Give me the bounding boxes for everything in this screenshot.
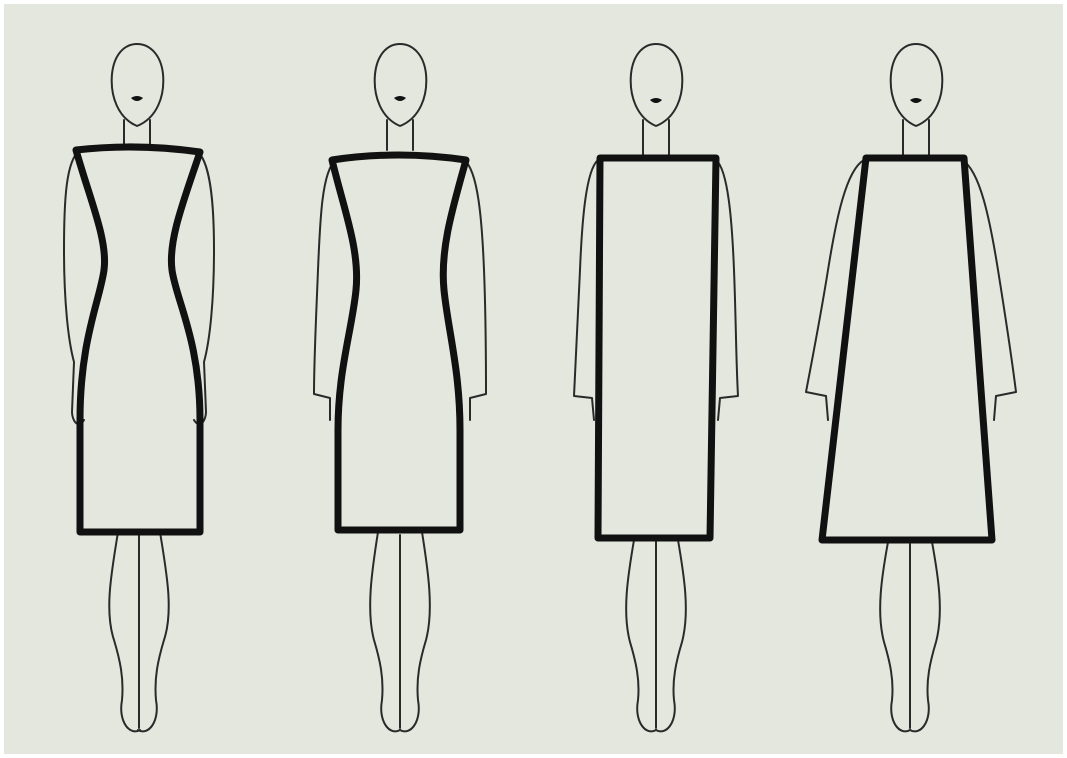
dress-silhouette-diagram: [0, 0, 1067, 758]
figure-panel: [0, 0, 1067, 758]
